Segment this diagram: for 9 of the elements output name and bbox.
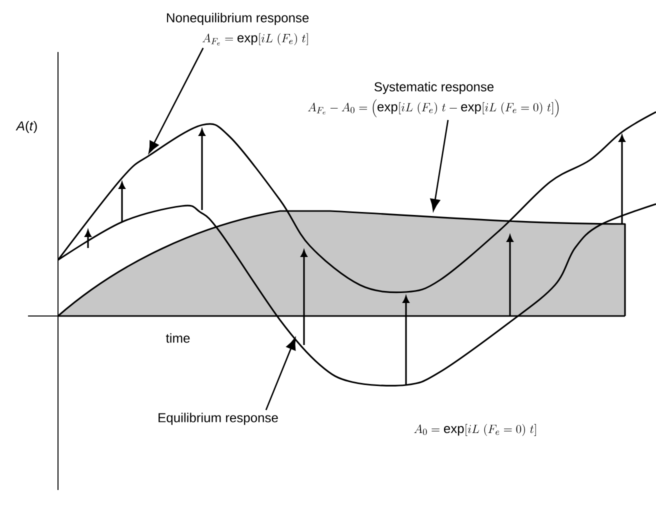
leader-arrow	[265, 338, 296, 410]
leader-text: Nonequilibrium response $A_{F_e} = \mathrm{exp}[iL\ (F_e)\ t]$	[167, 12, 309, 46]
axis-label: A(t)	[16, 120, 37, 134]
leader-text: Equilibrium response	[158, 412, 278, 425]
leader-arrow	[430, 120, 449, 211]
formula-label: $A_0 = \mathrm{exp}[iL\ (F_e = 0)\ t]$	[414, 424, 536, 436]
leader-text: Systematic response $A_{F_e} - A_0 = \Big(\mathrm{exp}[iL\ (F_e)\ t - \mathrm{exp}[iL\ (F_e = 0)\ t]\Big)$	[308, 82, 559, 118]
axis-label: time	[166, 333, 190, 343]
leader-arrow	[148, 48, 204, 154]
